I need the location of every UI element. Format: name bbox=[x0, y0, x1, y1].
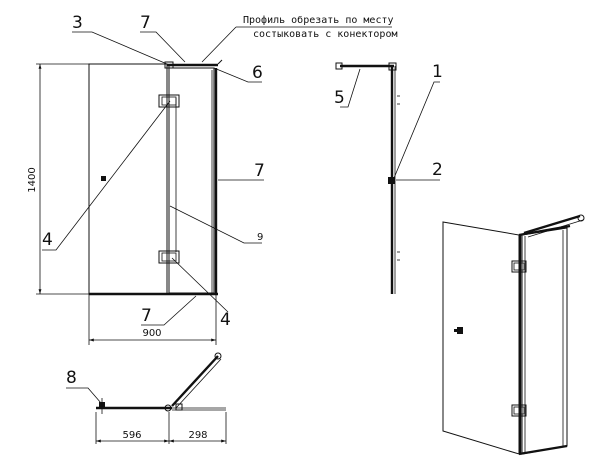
dim-bottom-left: 596 bbox=[122, 430, 141, 441]
plan-door-open bbox=[172, 356, 218, 406]
note-line-2: состыковать с конектором bbox=[253, 29, 398, 40]
plan-view: 8 596 298 bbox=[66, 353, 226, 444]
callout-7-right: 7 bbox=[254, 161, 265, 181]
hinge-top bbox=[159, 95, 179, 107]
iso-handle-knob bbox=[457, 327, 463, 334]
callout-3: 3 bbox=[72, 13, 83, 33]
fixed-glass-panel bbox=[89, 64, 167, 294]
callout-2: 2 bbox=[432, 160, 443, 180]
middle-fitting bbox=[388, 177, 395, 184]
callout-8: 8 bbox=[66, 368, 77, 388]
iso-door-panel bbox=[522, 228, 567, 454]
callout-7-bottom: 7 bbox=[141, 306, 152, 326]
note-line-1: Профиль обрезать по месту bbox=[243, 14, 394, 26]
callout-1: 1 bbox=[432, 62, 443, 82]
callout-7-top: 7 bbox=[140, 13, 151, 33]
callout-9: 9 bbox=[257, 232, 263, 243]
hinge-bottom bbox=[159, 251, 179, 263]
callout-6: 6 bbox=[252, 63, 263, 83]
dim-height: 1400 bbox=[27, 167, 38, 192]
handle-knob bbox=[101, 176, 106, 181]
isometric-view bbox=[443, 215, 584, 454]
side-view: 5 1 2 bbox=[334, 62, 443, 294]
callout-4-left: 4 bbox=[42, 230, 53, 250]
callout-4-right: 4 bbox=[220, 310, 231, 330]
callout-5: 5 bbox=[334, 88, 345, 108]
dim-width: 900 bbox=[142, 328, 161, 339]
iso-fixed-panel bbox=[443, 222, 519, 454]
dim-bottom-right: 298 bbox=[188, 430, 207, 441]
